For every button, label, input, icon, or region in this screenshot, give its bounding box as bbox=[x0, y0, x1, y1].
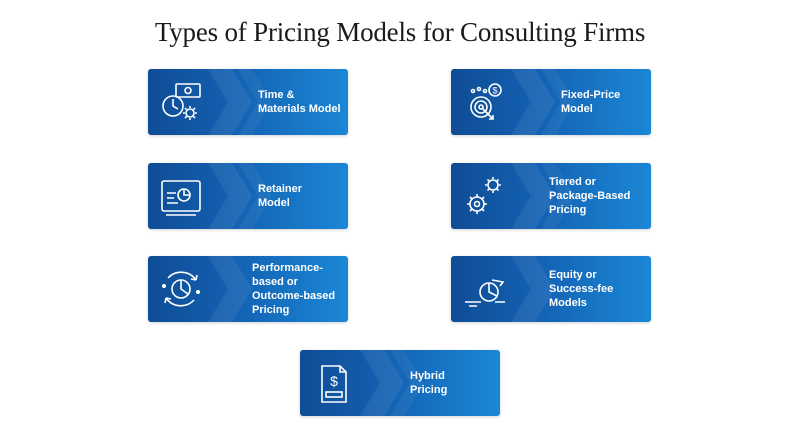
svg-text:$: $ bbox=[492, 86, 497, 96]
chevron-decoration bbox=[511, 69, 575, 135]
gears-icon bbox=[467, 177, 501, 214]
dollar-document-icon: $ bbox=[321, 365, 347, 403]
chevron-decoration bbox=[511, 256, 555, 322]
card-performance-based: Performance- based or Outcome-based Pric… bbox=[148, 256, 348, 322]
monitor-chart-icon bbox=[161, 180, 201, 216]
card-retainer: Retainer Model bbox=[148, 163, 348, 229]
card-fixed-price: $ Fixed-Price Model bbox=[451, 69, 651, 135]
chevron-decoration bbox=[208, 256, 252, 322]
card-equity-success-fee: Equity or Success-fee Models bbox=[451, 256, 651, 322]
card-label: Retainer Model bbox=[258, 183, 303, 209]
page-title: Types of Pricing Models for Consulting F… bbox=[154, 17, 646, 47]
card-hybrid: $ Hybrid Pricing bbox=[300, 350, 500, 416]
card-label: Fixed-Price Model bbox=[561, 89, 621, 115]
chevron-decoration bbox=[208, 69, 272, 135]
card-label: Tiered or Package-Based Pricing bbox=[549, 176, 631, 216]
svg-text:$: $ bbox=[330, 373, 338, 389]
target-dollar-icon: $ bbox=[470, 83, 502, 120]
chevron-decoration bbox=[208, 163, 272, 229]
chevron-decoration bbox=[360, 350, 424, 416]
pie-chart-cycle-icon bbox=[162, 271, 200, 307]
money-clock-gear-icon bbox=[162, 83, 201, 120]
card-label: Hybrid Pricing bbox=[410, 370, 448, 396]
pie-chart-graph-icon bbox=[465, 279, 505, 307]
chevron-decoration bbox=[511, 163, 575, 229]
card-time-materials: Time & Materials Model bbox=[148, 69, 348, 135]
card-label: Time & Materials Model bbox=[258, 89, 341, 115]
card-tiered: Tiered or Package-Based Pricing bbox=[451, 163, 651, 229]
card-label: Performance- based or Outcome-based Pric… bbox=[252, 262, 336, 316]
card-label: Equity or Success-fee Models bbox=[549, 269, 614, 309]
